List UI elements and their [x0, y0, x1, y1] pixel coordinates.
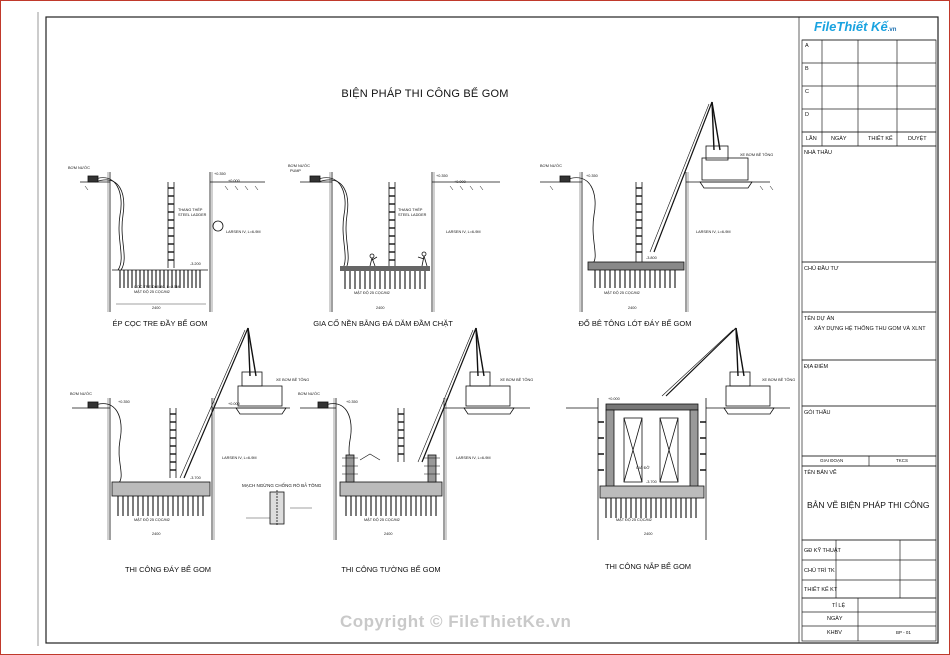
code-label: KHBV	[827, 630, 842, 636]
dimension-label: 2400	[152, 306, 161, 310]
stage-5-caption: THI CÔNG TƯỜNG BỂ GOM	[341, 565, 441, 574]
revision-row-d: D	[805, 112, 809, 118]
level-label: -3.800	[646, 256, 657, 260]
role-lead: CHỦ TRÌ TK	[804, 568, 835, 574]
level-label: +0.350	[586, 174, 598, 178]
project-label: TÊN DỰ ÁN	[804, 316, 835, 322]
crane-label: XE BƠM BÊ TÔNG	[762, 378, 796, 382]
crane-label: XE BƠM BÊ TÔNG	[500, 378, 534, 382]
date-label: NGÀY	[827, 616, 843, 622]
revision-row-b: B	[805, 66, 809, 72]
pump-label: BƠM NƯỚC	[288, 164, 310, 168]
stage-6-caption: THI CÔNG NẮP BỂ GOM	[604, 562, 692, 571]
phase-label: GIAI ĐOẠN	[820, 458, 844, 463]
pump-label: BƠM NƯỚC	[298, 392, 320, 396]
dimension-label: 2400	[384, 532, 393, 536]
ladder-label: THANG THÉP	[178, 208, 203, 212]
role-designer: THIẾT KẾ KT	[804, 587, 838, 593]
stage-3-drawing	[540, 101, 774, 312]
sheet-pile-label: LARSEN IV, L=6-9M	[446, 230, 481, 234]
crane-label: XE BƠM BÊ TÔNG	[740, 153, 774, 157]
density-note: MẬT ĐỘ 25 CỌC/M2	[134, 290, 170, 294]
pile-note: CỌC TRE D60-80, L=2.5M	[134, 285, 180, 289]
level-label: +0.350	[436, 174, 448, 178]
logo-sub: .vn	[887, 27, 897, 33]
ladder-label: THANG THÉP	[398, 208, 423, 212]
scale-label: TỈ LỆ	[832, 603, 846, 609]
revision-row-a: A	[805, 43, 809, 49]
stage-2-drawing	[300, 172, 500, 312]
level-label: +0.350	[214, 172, 226, 176]
project-name: XÂY DỰNG HỆ THỐNG THU GOM VÀ XLNT	[814, 326, 926, 332]
stage-1-caption: ÉP CỌC TRE ĐẦY BỂ GOM	[112, 319, 208, 328]
pump-label: BƠM NƯỚC	[540, 164, 562, 168]
density-note: MẬT ĐỘ 25 CỌC/M2	[134, 518, 170, 522]
level-label: +0.000	[228, 402, 240, 406]
sheet-pile-label: LARSEN IV, L=6-9M	[222, 456, 257, 460]
level-label: +0.350	[346, 400, 358, 404]
code-value: BP - 01	[896, 630, 911, 635]
level-label: -3.200	[190, 262, 201, 266]
header-ngay: NGÀY	[831, 136, 847, 142]
rebar-label: GIÁ ĐỠ	[636, 466, 650, 470]
density-note: MẬT ĐỘ 25 CỌC/M2	[354, 291, 390, 295]
drawing-name: BẢN VẼ BIỆN PHÁP THI CÔNG	[807, 500, 930, 510]
package-label: GÓI THẦU	[804, 410, 831, 416]
sheet-pile-label: LARSEN IV, L=6-9M	[456, 456, 491, 460]
stage-6-drawing	[566, 327, 790, 540]
pump-label: BƠM NƯỚC	[70, 392, 92, 396]
level-label: +0.350	[118, 400, 130, 404]
brand-logo: FileThiết Kế.vn	[814, 19, 896, 34]
pump-label: BƠM NƯỚC	[68, 166, 90, 170]
level-label: +0.000	[228, 179, 240, 183]
logo-main: FileThiết Kế	[814, 19, 888, 34]
sheet-pile-label: LARSEN IV, L=6-9M	[226, 230, 261, 234]
header-thiet-ke: THIẾT KẾ	[868, 136, 893, 142]
watermark: Copyright © FileThietKe.vn	[340, 612, 572, 631]
density-note: MẬT ĐỘ 25 CỌC/M2	[364, 518, 400, 522]
stage-3-caption: ĐỔ BÊ TÔNG LÓT ĐÁY BỂ GOM	[578, 319, 692, 328]
stage-1-drawing	[80, 172, 265, 312]
dimension-label: 2400	[628, 306, 637, 310]
location-label: ĐỊA ĐIỂM	[804, 364, 829, 370]
drawing-label: TÊN BẢN VẼ	[804, 470, 837, 476]
revision-row-c: C	[805, 89, 809, 95]
header-duyet: DUYỆT	[908, 136, 927, 142]
dimension-label: 2400	[152, 532, 161, 536]
page-title: BIỆN PHÁP THI CÔNG BỂ GOM	[341, 88, 509, 100]
role-technical: GĐ KỸ THUẬT	[804, 548, 841, 554]
ladder-en-label: STEEL LADDER	[178, 213, 207, 217]
level-label: +0.000	[454, 180, 466, 184]
phase-value: TKCS	[896, 458, 909, 463]
level-label: -3.700	[190, 476, 201, 480]
density-note: MẬT ĐỘ 25 CỌC/M2	[616, 518, 652, 522]
stage-2-caption: GIA CỐ NỀN BẰNG ĐÁ DĂM ĐẦM CHẶT	[313, 319, 453, 328]
stage-5-drawing	[246, 327, 530, 540]
pump-en-label: PUMP	[290, 169, 301, 173]
waterstop-label: MẠCH NGỪNG CHỐNG RÒ BẢ TÔNG	[242, 483, 322, 488]
crane-label: XE BƠM BÊ TÔNG	[276, 378, 310, 382]
dimension-label: 2400	[376, 306, 385, 310]
density-note: MẬT ĐỘ 25 CỌC/M2	[604, 291, 640, 295]
header-lan: LẦN	[806, 136, 817, 142]
level-label: +0.000	[608, 397, 620, 401]
sheet-pile-label: LARSEN IV, L=6-9M	[696, 230, 731, 234]
title-block	[798, 16, 939, 644]
ladder-en-label: STEEL LADDER	[398, 213, 427, 217]
stage-4-drawing	[72, 327, 290, 540]
investor-label: CHỦ ĐẦU TƯ	[804, 266, 839, 272]
dimension-label: 2400	[644, 532, 653, 536]
level-label: -3.700	[646, 480, 657, 484]
stage-4-caption: THI CÔNG ĐÁY BỂ GOM	[124, 565, 212, 574]
contractor-label: NHÀ THẦU	[804, 150, 833, 156]
